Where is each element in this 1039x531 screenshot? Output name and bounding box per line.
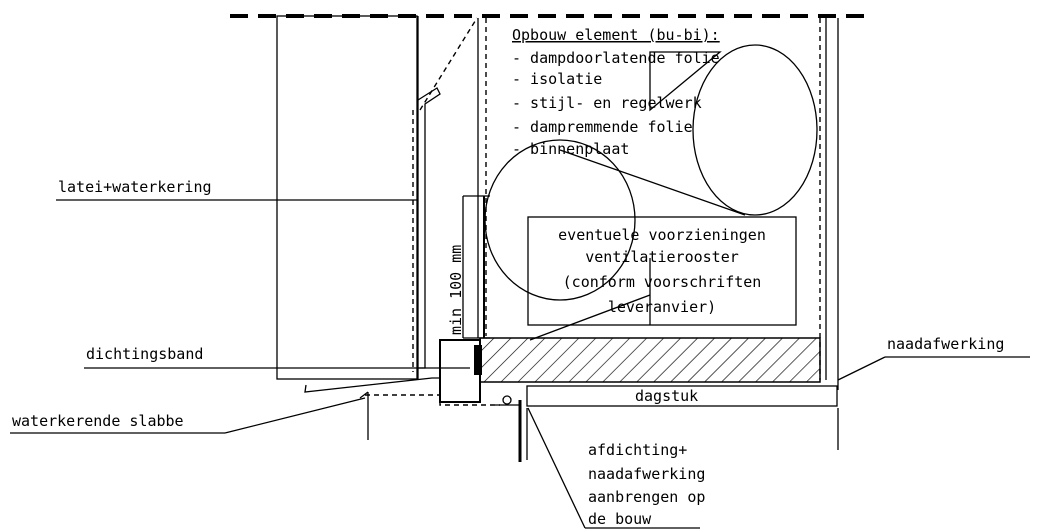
element-spec-heading: Opbouw element (bu-bi): bbox=[512, 26, 720, 44]
element-spec-item: - stijl- en regelwerk bbox=[512, 94, 702, 112]
slabbe-bend bbox=[359, 391, 369, 399]
label-slabbe: waterkerende slabbe bbox=[12, 412, 184, 430]
leader-loop-right bbox=[692, 44, 818, 216]
leader-afdichting-diag bbox=[527, 407, 586, 529]
leader-naadafwerking-diag bbox=[837, 356, 886, 381]
label-dagstuk: dagstuk bbox=[635, 387, 698, 405]
element-spec-item: - binnenplaat bbox=[512, 140, 629, 158]
slabbe-dashed bbox=[365, 394, 500, 406]
vent-box-text: eventuele voorzieningen ventilatierooste… bbox=[558, 226, 766, 316]
vent-box-line: eventuele voorzieningen bbox=[558, 226, 766, 244]
dichtingsband-seal bbox=[474, 345, 482, 375]
screw-detail bbox=[502, 395, 512, 405]
vent-box-line: ventilatierooster bbox=[585, 248, 739, 266]
label-latei: latei+waterkering bbox=[58, 178, 212, 196]
vent-box-line: (conform voorschriften bbox=[563, 273, 762, 291]
element-spec-item: - isolatie bbox=[512, 70, 602, 88]
waterkering-strip bbox=[417, 87, 441, 369]
outer-wall-left bbox=[276, 15, 418, 380]
afdichting-line: afdichting+ bbox=[588, 441, 687, 459]
vent-box-leader-diag bbox=[529, 294, 651, 341]
afdichting-line: aanbrengen op bbox=[588, 488, 705, 506]
latei-diagonal bbox=[419, 17, 478, 111]
leader-diagonal bbox=[559, 149, 746, 216]
afdichting-line: de bouw bbox=[588, 510, 652, 528]
vent-box-line: leveranvier) bbox=[608, 298, 716, 316]
afdichting-note: afdichting+ naadafwerking aanbrengen op … bbox=[588, 441, 705, 528]
element-spec-item: - dampremmende folie bbox=[512, 118, 693, 136]
dagstuk-board bbox=[526, 385, 838, 407]
element-spec-block: Opbouw element (bu-bi): - dampdoorlatend… bbox=[512, 26, 720, 158]
slabbe-top bbox=[304, 377, 440, 393]
leader-triangle bbox=[649, 51, 722, 112]
afdichting-line: naadafwerking bbox=[588, 465, 705, 483]
label-dimension: min 100 mm bbox=[447, 245, 465, 335]
leader-slabbe-diag bbox=[224, 397, 366, 434]
label-dichtingsband: dichtingsband bbox=[86, 345, 203, 363]
vent-box bbox=[527, 216, 797, 326]
frame-sill-hatched bbox=[479, 337, 821, 383]
element-spec-item: - dampdoorlatende folie bbox=[512, 49, 720, 67]
label-naadafwerking: naadafwerking bbox=[887, 335, 1004, 353]
